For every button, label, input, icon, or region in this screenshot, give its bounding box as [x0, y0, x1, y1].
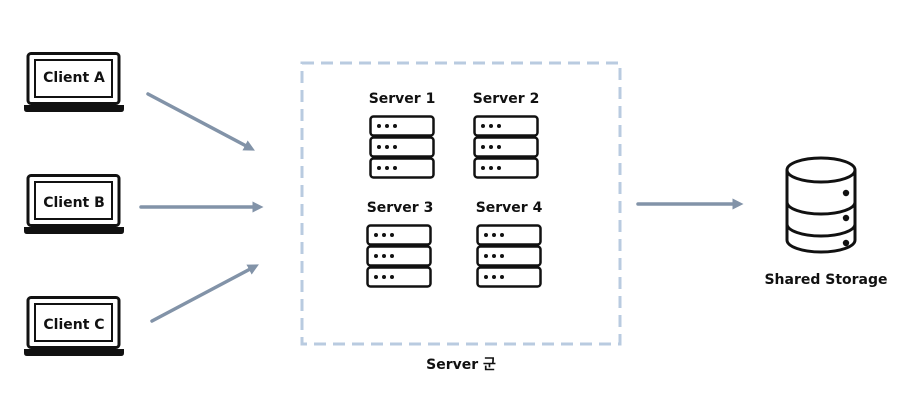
- server-label: Server 1: [369, 91, 436, 107]
- arrow-client-a-to-cluster: [146, 92, 255, 151]
- client-label: Client A: [43, 70, 105, 86]
- arrow-client-c-to-cluster: [150, 264, 259, 323]
- cluster-label: Server 군: [426, 357, 496, 373]
- shared-storage: Shared Storage: [764, 156, 888, 288]
- server-label: Server 2: [473, 91, 540, 107]
- server-rack-icon: [369, 115, 435, 179]
- server-cluster-boundary: [300, 61, 622, 346]
- database-icon: [785, 156, 857, 254]
- client-c: Client C: [22, 296, 126, 358]
- server-label: Server 3: [367, 200, 434, 216]
- client-label: Client C: [43, 317, 104, 333]
- client-label: Client B: [43, 195, 105, 211]
- storage-label: Shared Storage: [764, 272, 887, 288]
- server-4: Server 4: [476, 200, 543, 288]
- server-label: Server 4: [476, 200, 543, 216]
- server-3: Server 3: [366, 200, 434, 288]
- server-2: Server 2: [473, 91, 540, 179]
- client-b: Client B: [22, 174, 126, 236]
- server-rack-icon: [366, 224, 432, 288]
- client-a: Client A: [22, 52, 126, 114]
- server-rack-icon: [476, 224, 542, 288]
- server-1: Server 1: [369, 91, 436, 179]
- server-rack-icon: [473, 115, 539, 179]
